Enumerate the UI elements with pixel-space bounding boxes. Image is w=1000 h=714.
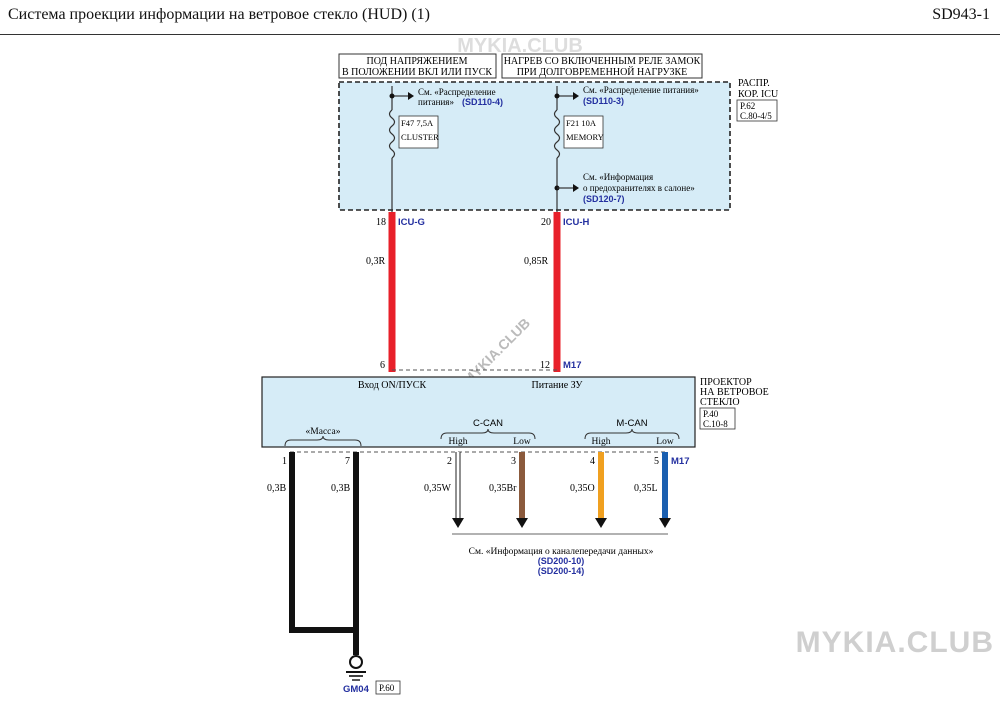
top-label-left-1: ПОД НАПРЯЖЕНИЕМ — [366, 56, 467, 67]
ground-group-label: «Масса» — [306, 427, 341, 437]
pin-2: 2 — [447, 456, 452, 467]
fuse-f21-rating: F21 10A — [566, 118, 597, 128]
wire-label-pin4: 0,35O — [570, 483, 595, 494]
pin-1: 1 — [282, 456, 287, 467]
right-power-feed: См. «Распределение питания» (SD110-3) F2… — [553, 85, 699, 212]
watermark-top: MYKIA.CLUB — [457, 35, 583, 57]
wire-label-085r: 0,85R — [524, 256, 549, 267]
pin-5: 5 — [654, 456, 659, 467]
power-ref-left-2: питания» — [418, 97, 454, 107]
pin-4: 4 — [590, 456, 595, 467]
ground-ref: P.60 — [379, 683, 395, 693]
wire-label-pin3: 0,35Br — [489, 483, 517, 494]
page-title: Система проекции информации на ветровое … — [8, 6, 431, 23]
ccan-title: C-CAN — [473, 418, 503, 429]
projector-name-3: СТЕКЛО — [700, 397, 740, 408]
data-ref-code-1: (SD200-10) — [538, 556, 585, 566]
mcan-low: Low — [656, 437, 674, 447]
ground-name: GM04 — [343, 684, 370, 695]
projector-box — [261, 376, 696, 448]
power-ref-right-code: (SD110-3) — [583, 96, 624, 106]
icu-name-1: РАСПР. — [738, 78, 770, 89]
fuse-f21-name: MEMORY — [566, 132, 604, 142]
wire-label-pin2: 0,35W — [424, 483, 452, 494]
icu-name-2: КОР. ICU — [738, 89, 779, 100]
left-power-feed: См. «Распределение питания» (SD110-4) F4… — [388, 86, 503, 212]
wire-label-pin1: 0,3B — [267, 483, 287, 494]
pin-7: 7 — [345, 456, 350, 467]
ground-symbol-icon — [346, 655, 366, 681]
icu-ref-2: C.80-4/5 — [740, 111, 772, 121]
pin-projector-12: 12 — [540, 360, 550, 371]
pin-icu-18: 18 — [376, 217, 386, 228]
data-ref-text: См. «Информация о каналепередачи данных» — [469, 546, 654, 557]
connector-m17-bottom: M17 — [671, 456, 689, 467]
top-label-right-2: ПРИ ДОЛГОВРЕМЕННОЙ НАГРУЗКЕ — [517, 66, 688, 78]
icu-ref-1: P.62 — [740, 101, 755, 111]
pin-icu-20: 20 — [541, 217, 551, 228]
wire-label-pin7: 0,3B — [331, 483, 351, 494]
projector-name-2: НА ВЕТРОВОЕ — [700, 387, 769, 398]
connector-icu-h: ICU-H — [563, 217, 590, 228]
mcan-high: High — [592, 437, 611, 447]
connector-icu-g: ICU-G — [398, 217, 425, 228]
fuse-f47-name: CLUSTER — [401, 132, 439, 142]
fuse-f47-rating: F47 7,5A — [401, 118, 434, 128]
ccan-low: Low — [513, 437, 531, 447]
power-ref-right-1: См. «Распределение питания» — [583, 85, 699, 95]
projector-power-label: Питание ЗУ — [532, 380, 584, 391]
fuse-info-ref-code: (SD120-7) — [583, 194, 625, 204]
top-label-left-2: В ПОЛОЖЕНИИ ВКЛ ИЛИ ПУСК — [342, 67, 492, 78]
ccan-high: High — [449, 437, 468, 447]
connector-m17-top: M17 — [563, 360, 581, 371]
power-ref-left-code: (SD110-4) — [462, 97, 503, 107]
page-header: Система проекции информации на ветровое … — [0, 0, 1000, 35]
pin-3: 3 — [511, 456, 516, 467]
power-ref-left-1: См. «Распределение — [418, 87, 496, 97]
fuse-info-ref-1: См. «Информация — [583, 172, 653, 182]
mcan-title: M-CAN — [616, 418, 647, 429]
watermark-corner: MYKIA.CLUB — [795, 626, 994, 659]
fuse-info-ref-2: о предохранителях в салоне» — [583, 183, 695, 193]
projector-name-1: ПРОЕКТОР — [700, 377, 752, 388]
pin-projector-6: 6 — [380, 360, 385, 371]
wire-label-pin5: 0,35L — [634, 483, 658, 494]
projector-ref-1: P.40 — [703, 409, 719, 419]
top-label-right-1: НАГРЕВ СО ВКЛЮЧЕННЫМ РЕЛЕ ЗАМОК — [504, 56, 701, 67]
top-condition-labels: ПОД НАПРЯЖЕНИЕМ В ПОЛОЖЕНИИ ВКЛ ИЛИ ПУСК… — [338, 53, 703, 79]
projector-ref-2: C.10-8 — [703, 419, 728, 429]
diagram-code: SD943-1 — [932, 6, 990, 23]
wire-label-03r: 0,3R — [366, 256, 386, 267]
projector-input-label: Вход ON/ПУСК — [358, 380, 427, 391]
data-ref-code-2: (SD200-14) — [538, 566, 585, 576]
